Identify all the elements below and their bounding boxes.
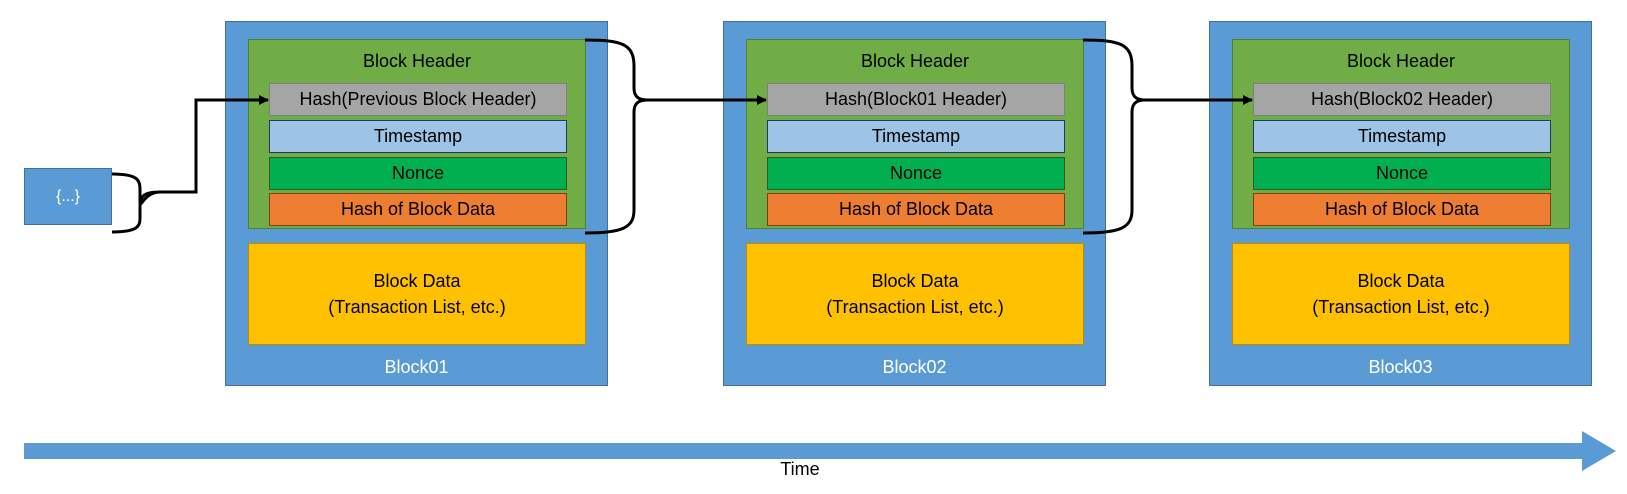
- block-header-title: Block Header: [860, 50, 970, 71]
- block-header-title: Block Header: [1346, 50, 1456, 71]
- timestamp-field: Timestamp: [767, 120, 1065, 153]
- prev-hash-field: Hash(Block01 Header): [767, 83, 1065, 116]
- previous-block: {...}: [24, 168, 112, 225]
- block-header: Block Header Hash(Block02 Header) Timest…: [1232, 39, 1570, 229]
- time-label: Time: [780, 458, 820, 479]
- block-data: Block Data (Transaction List, etc.): [1232, 243, 1570, 345]
- block-data-subtitle: (Transaction List, etc.): [1312, 297, 1490, 317]
- data-hash-field: Hash of Block Data: [767, 193, 1065, 226]
- block-data-title: Block Data: [373, 271, 461, 291]
- nonce-field: Nonce: [269, 157, 567, 190]
- timestamp-field: Timestamp: [1253, 120, 1551, 153]
- block-header-title: Block Header: [362, 50, 472, 71]
- previous-block-label: {...}: [55, 187, 81, 205]
- nonce-field: Nonce: [1253, 157, 1551, 190]
- time-arrow: [24, 431, 1616, 471]
- block-02: Block Header Hash(Block01 Header) Timest…: [723, 21, 1106, 386]
- prev-hash-field: Hash(Previous Block Header): [269, 83, 567, 116]
- link-arrow-prev: [160, 95, 269, 194]
- block-data: Block Data (Transaction List, etc.): [248, 243, 586, 345]
- block-data: Block Data (Transaction List, etc.): [746, 243, 1084, 345]
- block-header: Block Header Hash(Block01 Header) Timest…: [746, 39, 1084, 229]
- block-name: Block02: [882, 356, 947, 377]
- block-data-subtitle: (Transaction List, etc.): [328, 297, 506, 317]
- block-data-title: Block Data: [1357, 271, 1445, 291]
- block-03: Block Header Hash(Block02 Header) Timest…: [1209, 21, 1592, 386]
- brace-block01: [584, 38, 649, 235]
- block-name: Block03: [1368, 356, 1433, 377]
- nonce-field: Nonce: [767, 157, 1065, 190]
- data-hash-field: Hash of Block Data: [269, 193, 567, 226]
- block-data-title: Block Data: [871, 271, 959, 291]
- prev-hash-field: Hash(Block02 Header): [1253, 83, 1551, 116]
- block-name: Block01: [384, 356, 449, 377]
- timestamp-field: Timestamp: [269, 120, 567, 153]
- data-hash-field: Hash of Block Data: [1253, 193, 1551, 226]
- block-data-subtitle: (Transaction List, etc.): [826, 297, 1004, 317]
- brace-prev: [111, 172, 161, 234]
- block-01: Block Header Hash(Previous Block Header)…: [225, 21, 608, 386]
- brace-block02: [1082, 38, 1147, 235]
- block-header: Block Header Hash(Previous Block Header)…: [248, 39, 586, 229]
